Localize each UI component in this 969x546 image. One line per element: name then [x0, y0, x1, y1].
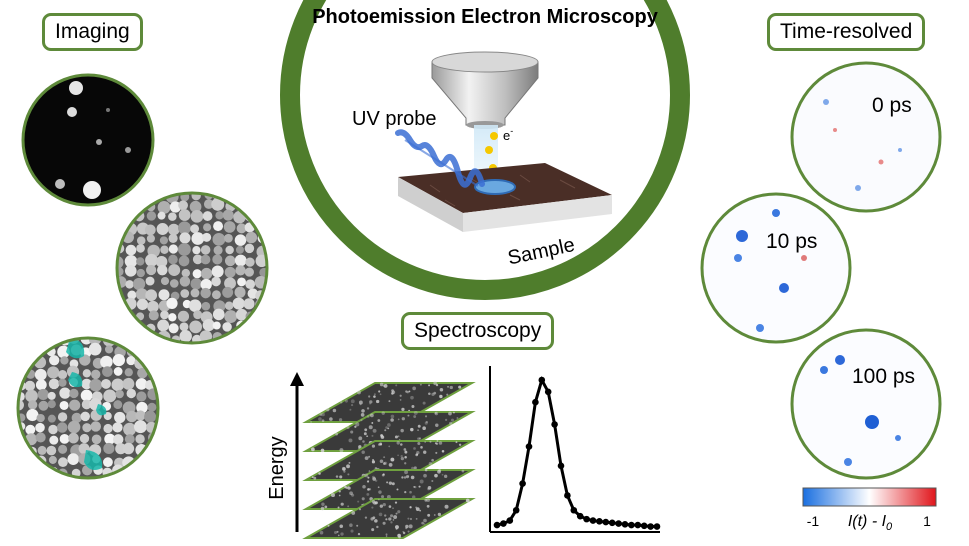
spectrum-point [647, 523, 654, 530]
spectrum-point [538, 376, 546, 384]
time-resolved-label: Time-resolved [767, 13, 926, 51]
spectrum-point [621, 521, 629, 528]
colorbar [802, 487, 937, 507]
colorbar-max-label: 1 [923, 513, 931, 529]
page-title: Photoemission Electron Microscopy [312, 6, 659, 28]
imaging-grain-texture [115, 191, 269, 345]
spectrum-point [512, 506, 520, 514]
delay-label-0ps: 0 ps [872, 94, 912, 117]
spectrum-point [493, 521, 501, 529]
imaging-bright-spots [21, 73, 155, 207]
spectrum-point [576, 512, 584, 520]
spectrum-point [640, 522, 648, 530]
objective-lens [431, 51, 539, 129]
imaging-overlay [16, 336, 160, 480]
spectrum-point [564, 492, 571, 499]
spectrum-point [506, 517, 514, 524]
time-map-0ps: 0 ps [790, 61, 942, 213]
spectrum-point [532, 398, 539, 406]
spectrum-point [500, 520, 507, 527]
spectrum-point [557, 462, 565, 470]
spectrum-point [602, 518, 610, 526]
spectrum-point [615, 520, 622, 527]
spectrum-point [544, 388, 552, 396]
probe-spot [474, 179, 516, 195]
electron-label: e- [503, 126, 513, 143]
delay-label-10ps: 10 ps [766, 230, 817, 253]
spectrum-point [525, 443, 533, 450]
setup-ring [280, 0, 690, 300]
uv-probe-label: UV probe [352, 108, 437, 130]
spectrum-point [608, 519, 616, 527]
spectrum-plot [489, 366, 661, 533]
spectrum-point [589, 517, 597, 524]
sample-slab [398, 163, 612, 232]
colorbar-min-label: -1 [807, 513, 820, 529]
spectrum-point [551, 421, 558, 428]
spectrum-point [634, 521, 642, 529]
spectrum-point [653, 523, 661, 530]
spectrum-point [570, 506, 578, 514]
time-map-100ps: 100 ps [790, 328, 942, 480]
spectrum-point [628, 521, 635, 529]
imaging-label: Imaging [42, 13, 143, 51]
delay-label-100ps: 100 ps [852, 365, 915, 388]
spectrum-point [596, 518, 603, 525]
energy-axis: Energy [266, 372, 304, 532]
colorbar-quantity: I(t) - I0 [848, 513, 893, 533]
energy-slice-stack [302, 381, 476, 539]
spectroscopy-label: Spectroscopy [401, 312, 555, 350]
spectrum-point [583, 515, 590, 523]
spectrum-point [519, 480, 526, 487]
time-map-10ps: 10 ps [700, 192, 852, 344]
energy-axis-label: Energy [266, 436, 288, 499]
